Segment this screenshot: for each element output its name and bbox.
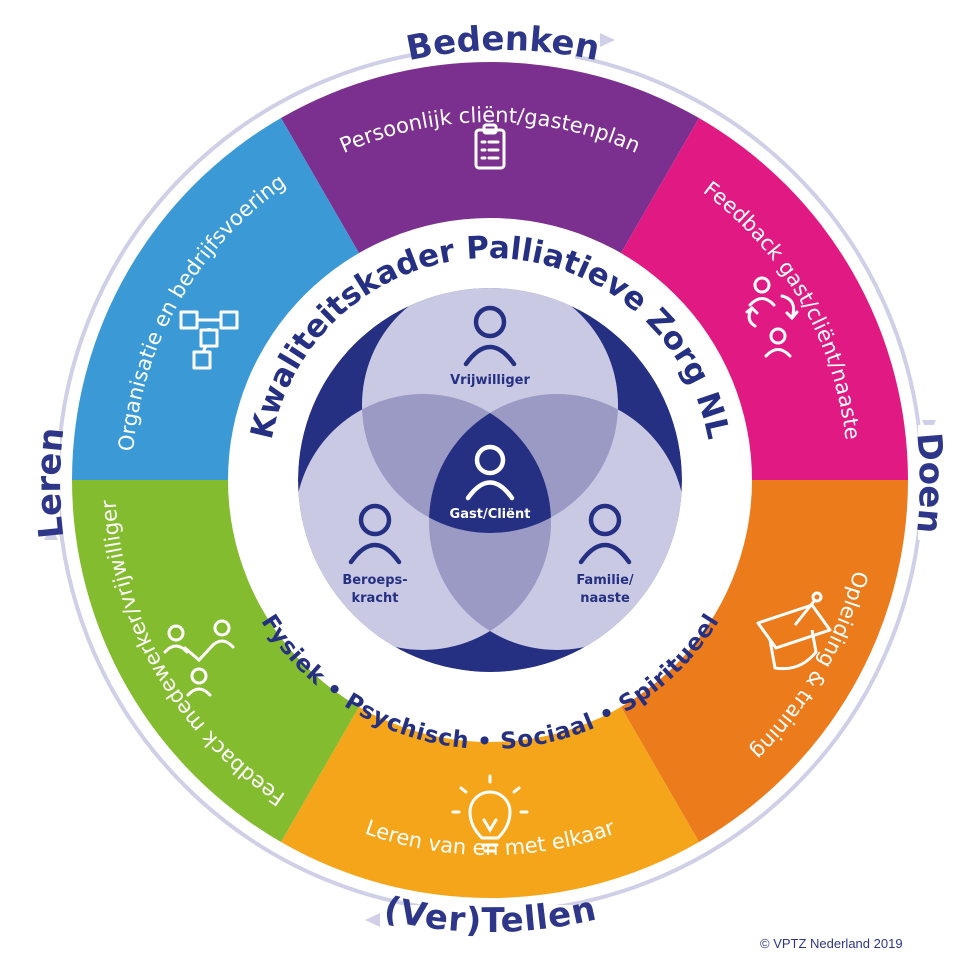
person-icon: [463, 305, 517, 367]
venn-label-kracht: kracht: [351, 591, 398, 606]
team-feedback-icon: [163, 619, 235, 697]
person-icon: [348, 503, 402, 565]
arrow-head-left: [44, 525, 58, 540]
graduation-cap-icon: [756, 591, 832, 671]
lightbulb-icon: [451, 774, 529, 853]
person-icon: [465, 444, 515, 501]
cycle-label-bedenken: Bedenken: [403, 19, 603, 69]
venn-label-gast: Gast/Cliënt: [450, 507, 531, 522]
venn-center-gast: [429, 394, 551, 533]
org-chart-icon: [179, 310, 239, 370]
venn-label-familie: Familie/: [576, 573, 634, 588]
cycle-label-doen: Doen: [908, 431, 951, 535]
venn-diagram: [298, 288, 682, 672]
venn-label-vrijwilliger: Vrijwilliger: [450, 373, 530, 388]
cycle-label-leren: Leren: [29, 426, 72, 541]
venn-label-beroeps: Beroeps-: [342, 573, 407, 588]
venn-label-naaste: naaste: [580, 591, 630, 606]
arrow-head-top: [600, 33, 615, 47]
feedback-exchange-icon: [745, 276, 799, 358]
clipboard-icon: [474, 123, 506, 170]
copyright-notice: © VPTZ Nederland 2019: [760, 936, 903, 951]
arrow-head-bottom: [365, 913, 380, 927]
person-icon: [578, 503, 632, 565]
